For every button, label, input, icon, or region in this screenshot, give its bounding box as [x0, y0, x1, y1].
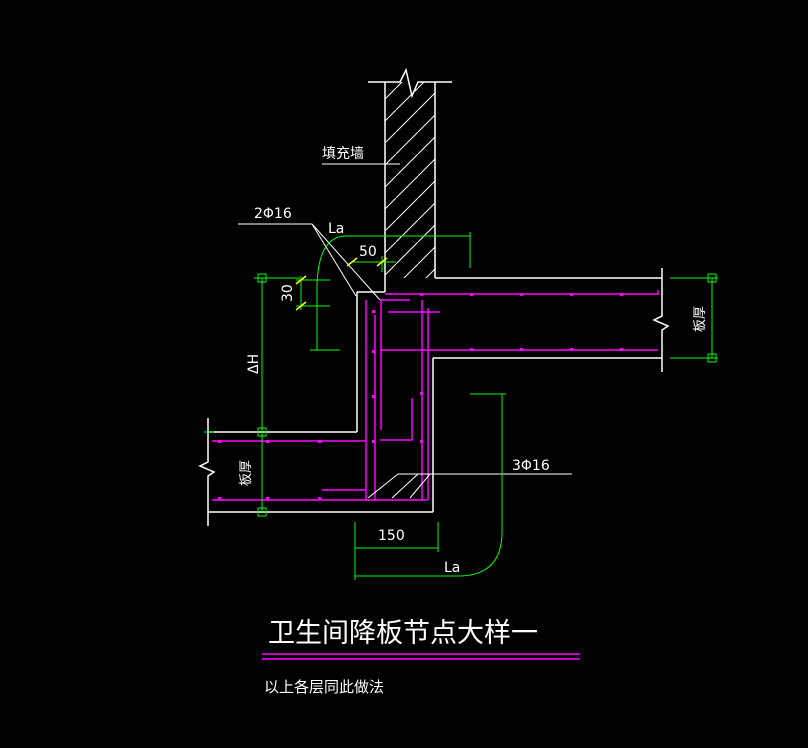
drawing-title: 卫生间降板节点大样一: [268, 618, 538, 649]
slab-left-label: 板厚: [239, 460, 254, 486]
rebar-top-label: 2Φ16: [254, 206, 292, 222]
dim-dh-label: ΔH: [246, 354, 262, 374]
dim-150-label: 150: [378, 528, 405, 544]
slab-right-label: 板厚: [693, 306, 708, 332]
rebar-dots: [218, 293, 623, 500]
rebar-bottom-label: 3Φ16: [512, 458, 550, 474]
dim-30-label: 30: [280, 284, 296, 302]
la-bottom-label: La: [444, 560, 460, 576]
wall-hatch: [385, 82, 435, 278]
dimension-markers: [257, 273, 717, 517]
rebar: [212, 290, 659, 501]
infill-wall: [368, 67, 452, 292]
wall-label: 填充墙: [322, 146, 364, 162]
leader-lines: [238, 163, 572, 499]
dimension-ticks: [295, 257, 388, 311]
wall-break-symbol: [368, 67, 452, 99]
la-top-label: La: [328, 221, 344, 237]
dimension-lines: [204, 232, 718, 580]
drawing-note: 以上各层同此做法: [264, 678, 384, 696]
slab-outline: [198, 268, 670, 526]
dim-50-label: 50: [359, 244, 377, 260]
